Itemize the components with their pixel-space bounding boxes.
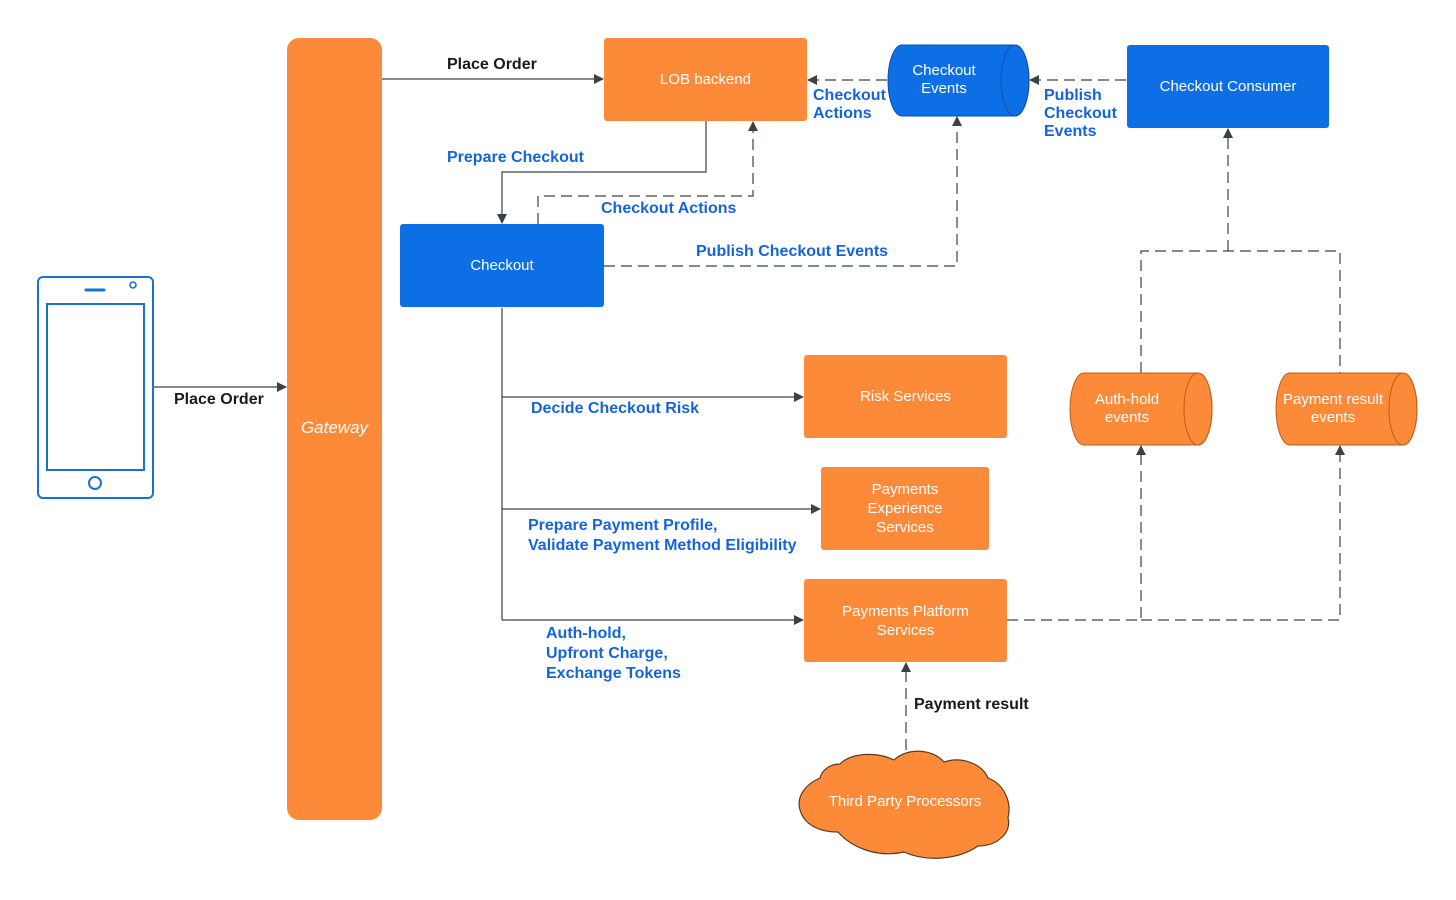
edge-lob-to-checkout [497,121,707,224]
edge-publish-checkout-events [604,116,962,267]
edge-label-checkout-actions-top-line1: Checkout [813,87,887,104]
edge-label-publish-top-line1: Publish [1044,87,1102,104]
checkout-label: Checkout [470,257,534,274]
auth-hold-events-queue: Auth-hold events [1069,372,1213,446]
gateway-node: Gateway [287,38,382,820]
third-party-processors-label: Third Party Processors [829,793,982,810]
risk-services-label: Risk Services [860,388,951,405]
payment-result-events-label-line2: events [1311,409,1355,426]
payments-platform-label-line2: Services [877,622,935,639]
edge-label-checkout-actions-top-line2: Actions [813,105,872,122]
edge-auth-hold-to-consumer [1140,250,1341,373]
payments-platform-node: Payments Platform Services [804,579,1007,662]
edge-label-auth-hold-line2: Upfront Charge, [546,645,668,662]
payments-experience-label-line1: Payments [872,481,939,498]
edge-label-place-order-gateway: Place Order [447,56,537,73]
checkout-events-queue: Checkout Events [887,44,1030,117]
edge-label-decide-checkout-risk: Decide Checkout Risk [531,400,699,417]
edge-platform-to-auth-hold [1007,445,1146,621]
lob-backend-node: LOB backend [604,38,807,121]
checkout-events-label-line2: Events [921,80,967,97]
edge-label-auth-hold-line1: Auth-hold, [546,625,626,642]
lob-backend-label: LOB backend [660,71,751,88]
edge-label-publish-top-line3: Events [1044,123,1097,140]
edge-label-checkout-actions: Checkout Actions [601,200,737,217]
auth-hold-events-label-line1: Auth-hold [1095,391,1159,408]
payment-result-events-queue: Payment result events [1275,372,1418,446]
edge-label-publish-checkout-events: Publish Checkout Events [696,243,888,260]
checkout-consumer-node: Checkout Consumer [1127,45,1329,128]
edge-label-payment-result: Payment result [914,696,1029,713]
checkout-events-label-line1: Checkout [912,62,976,79]
payments-experience-label-line2: Experience [867,500,942,517]
edge-label-place-order-client: Place Order [174,391,264,408]
risk-services-node: Risk Services [804,355,1007,438]
auth-hold-events-label-line2: events [1105,409,1149,426]
third-party-processors-cloud: Third Party Processors [798,750,1010,859]
payment-result-events-label-line1: Payment result [1283,391,1384,408]
smartphone-icon [37,276,154,499]
edge-label-prepare-payment-profile-line2: Validate Payment Method Eligibility [528,537,797,554]
gateway-label: Gateway [301,418,370,437]
edge-label-prepare-payment-profile-line1: Prepare Payment Profile, [528,517,717,534]
checkout-node: Checkout [400,224,604,307]
edge-label-auth-hold-line3: Exchange Tokens [546,665,681,682]
edge-checkout-actions [537,121,758,224]
payments-experience-label-line3: Services [876,519,934,536]
edge-label-publish-top-line2: Checkout [1044,105,1118,122]
payments-platform-label-line1: Payments Platform [842,603,969,620]
checkout-consumer-label: Checkout Consumer [1160,78,1297,95]
edge-platform-to-payment-result [1141,445,1345,621]
edge-label-prepare-checkout: Prepare Checkout [447,149,585,166]
payments-experience-node: Payments Experience Services [821,467,989,550]
